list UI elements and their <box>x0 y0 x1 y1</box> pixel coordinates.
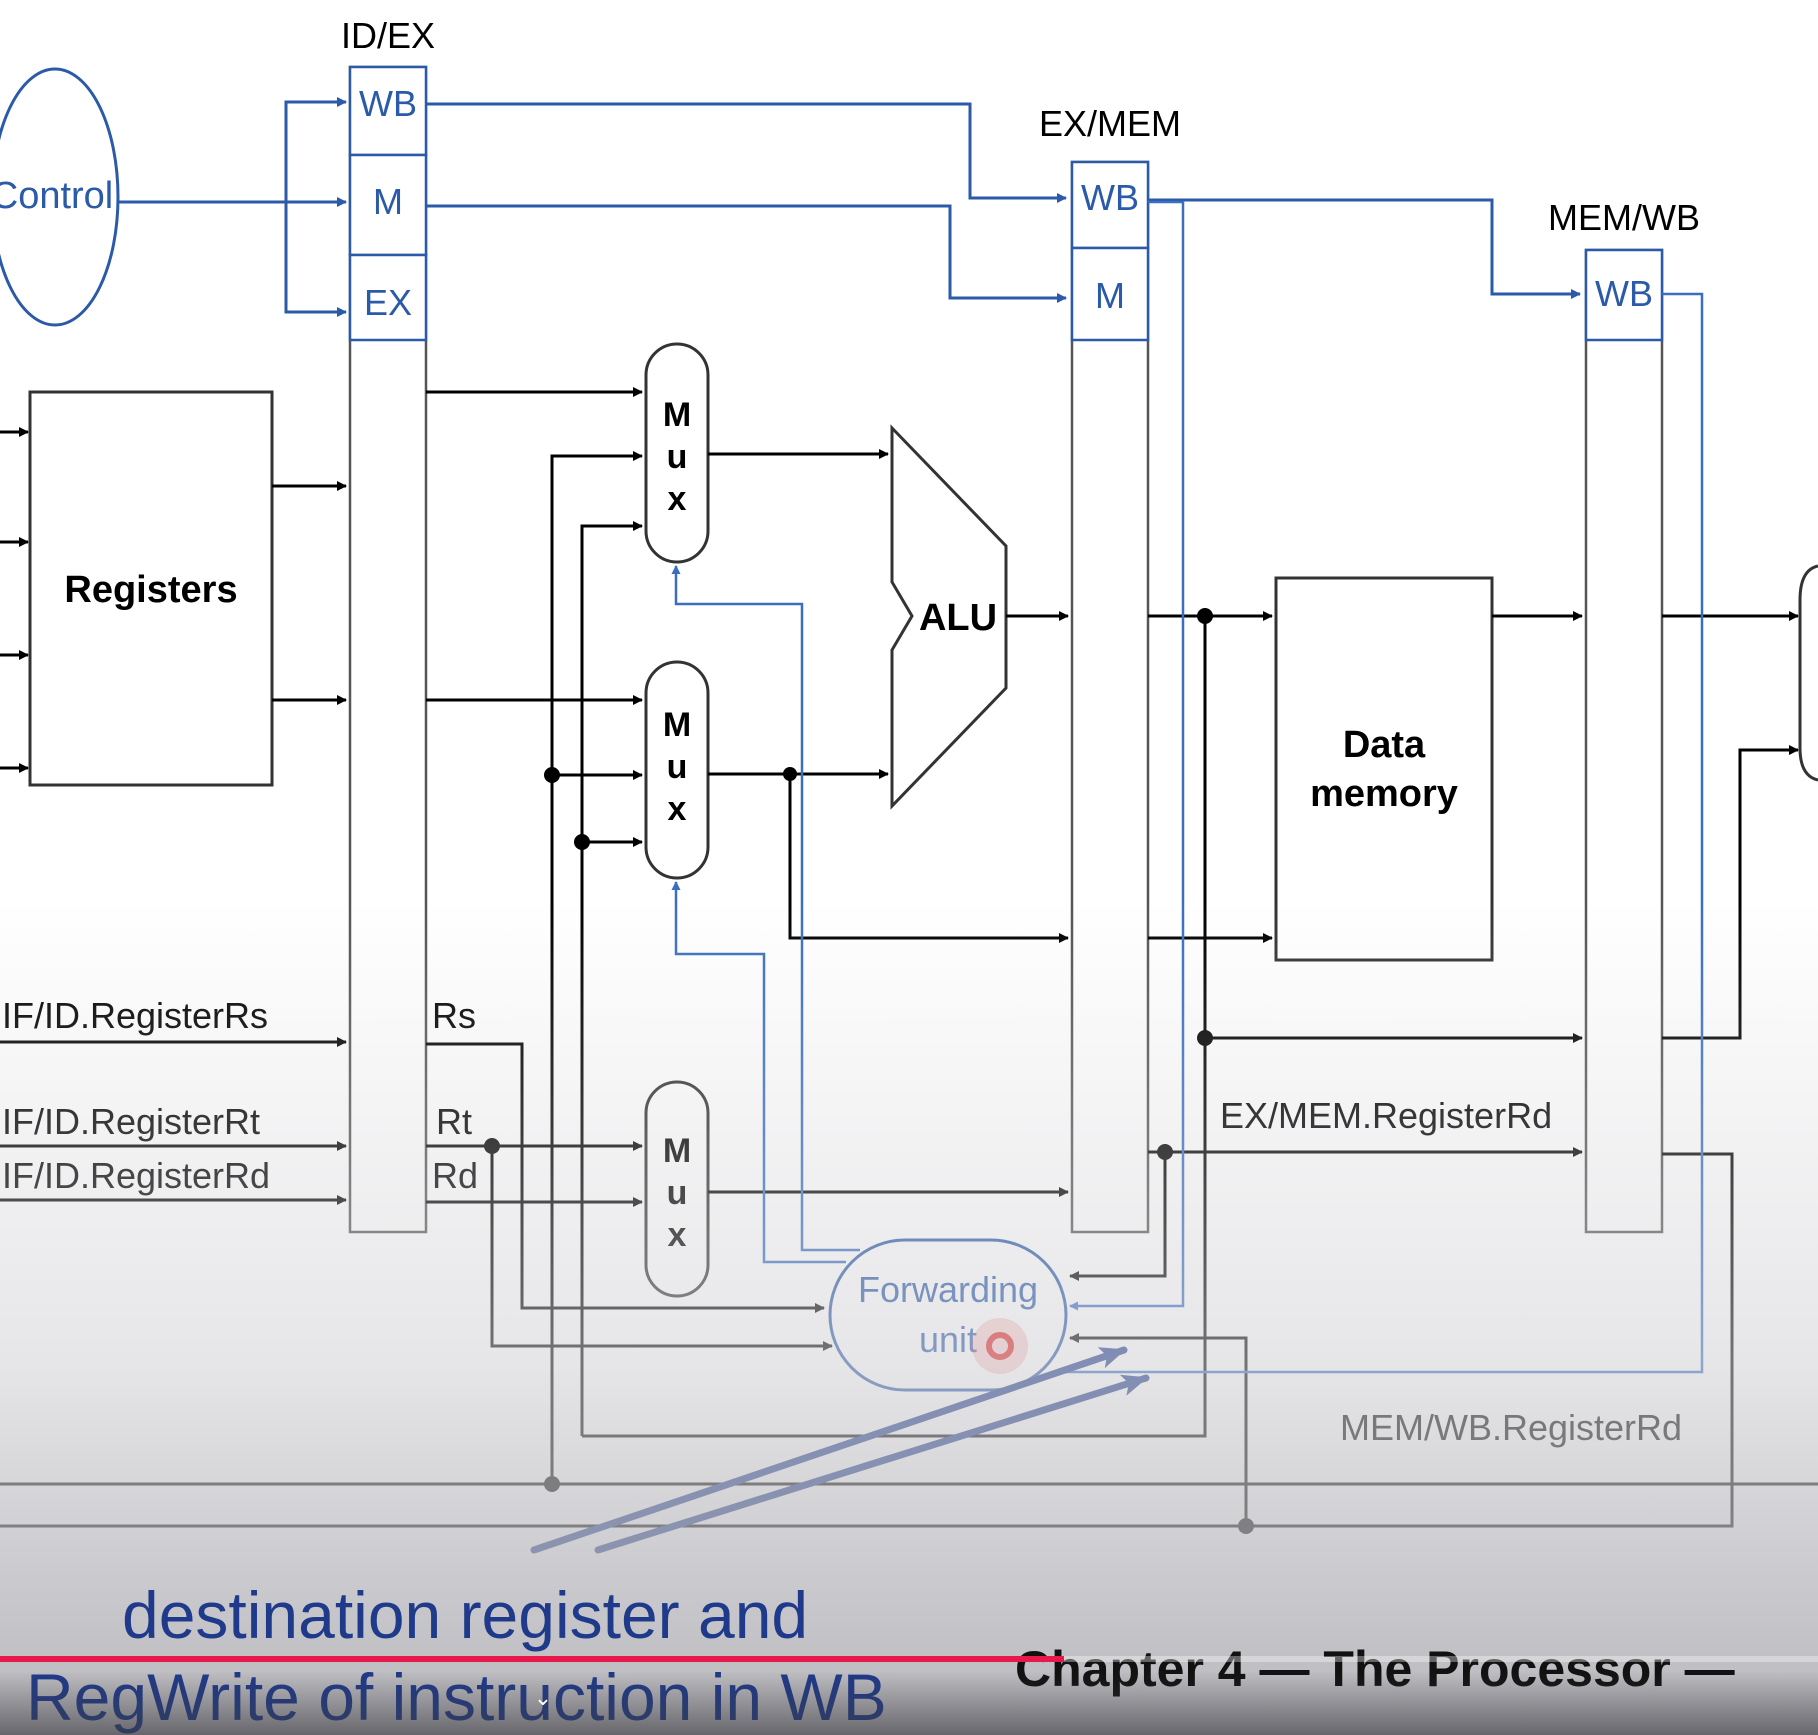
control-lines <box>117 97 1581 317</box>
annotation-line1: destination register and <box>122 1578 809 1652</box>
ex-mem-register-rd-label: EX/MEM.RegisterRd <box>1220 1095 1552 1136</box>
annotation-line2: RegWrite of instruction in WB <box>26 1660 887 1734</box>
id-ex-ex-label: EX <box>364 282 412 323</box>
mux-bottom-letter-u: u <box>667 1174 688 1212</box>
forwarding-unit-line1: Forwarding <box>858 1269 1038 1310</box>
id-ex-ex-field <box>348 253 428 342</box>
ex-mem-m-label: M <box>1095 275 1125 316</box>
rt-label: Rt <box>436 1101 472 1142</box>
forwarding-unit <box>828 1238 1068 1392</box>
mux-middle-letter-x: x <box>668 790 687 828</box>
if-id-register-rt-label: IF/ID.RegisterRt <box>2 1101 260 1142</box>
registers-label: Registers <box>64 569 237 611</box>
ex-mem-wb-label: WB <box>1081 177 1139 218</box>
registers-block <box>28 390 274 787</box>
mem-wb-register-rd-label: MEM/WB.RegisterRd <box>1340 1407 1682 1448</box>
id-ex-title: ID/EX <box>341 15 435 56</box>
mem-wb-wb-field <box>1584 248 1664 342</box>
id-ex-wb-field <box>348 65 428 157</box>
data-memory-block <box>1274 576 1494 962</box>
ex-mem-m-field <box>1070 246 1150 342</box>
forwarding-unit-line2: unit <box>919 1319 977 1360</box>
chapter-footer: Chapter 4 — The Processor — <box>1015 1641 1735 1697</box>
ex-mem-title: EX/MEM <box>1039 103 1181 144</box>
mux-top-letter-x: x <box>668 480 687 518</box>
alu <box>890 424 1008 810</box>
id-ex-m-label: M <box>373 181 403 222</box>
mux-top-letter-m: M <box>663 396 691 434</box>
if-id-register-rs-label: IF/ID.RegisterRs <box>2 995 268 1036</box>
data-memory-line1: Data <box>1343 724 1426 766</box>
mux-bottom-letter-x: x <box>668 1216 687 1254</box>
mux-top-letter-u: u <box>667 438 688 476</box>
mem-wb-title: MEM/WB <box>1548 197 1700 238</box>
mux-middle <box>644 660 710 880</box>
data-memory-line2: memory <box>1310 773 1458 815</box>
mux-middle-letter-m: M <box>663 706 691 744</box>
mem-wb-register <box>1584 248 1664 1234</box>
alu-label: ALU <box>919 597 997 639</box>
forwarding-control-wires <box>671 200 1704 1374</box>
pointer-highlight <box>972 1318 1028 1374</box>
rs-label: Rs <box>432 995 476 1036</box>
rd-label: Rd <box>432 1155 478 1196</box>
annotation-arrows <box>530 1346 1150 1554</box>
control-ellipse <box>0 67 120 327</box>
writeback-mux-edge <box>1798 564 1818 782</box>
control-label: Control <box>0 175 113 217</box>
mux-bottom-letter-m: M <box>663 1132 691 1170</box>
mem-wb-wb-label: WB <box>1595 273 1653 314</box>
if-id-register-rd-label: IF/ID.RegisterRd <box>2 1155 270 1196</box>
mux-middle-letter-u: u <box>667 748 688 786</box>
video-progress-bar[interactable] <box>0 1656 1818 1662</box>
video-progress-fill <box>0 1656 1064 1662</box>
id-ex-wb-label: WB <box>359 83 417 124</box>
chevron-down-icon[interactable]: ⌄ <box>533 1685 553 1710</box>
